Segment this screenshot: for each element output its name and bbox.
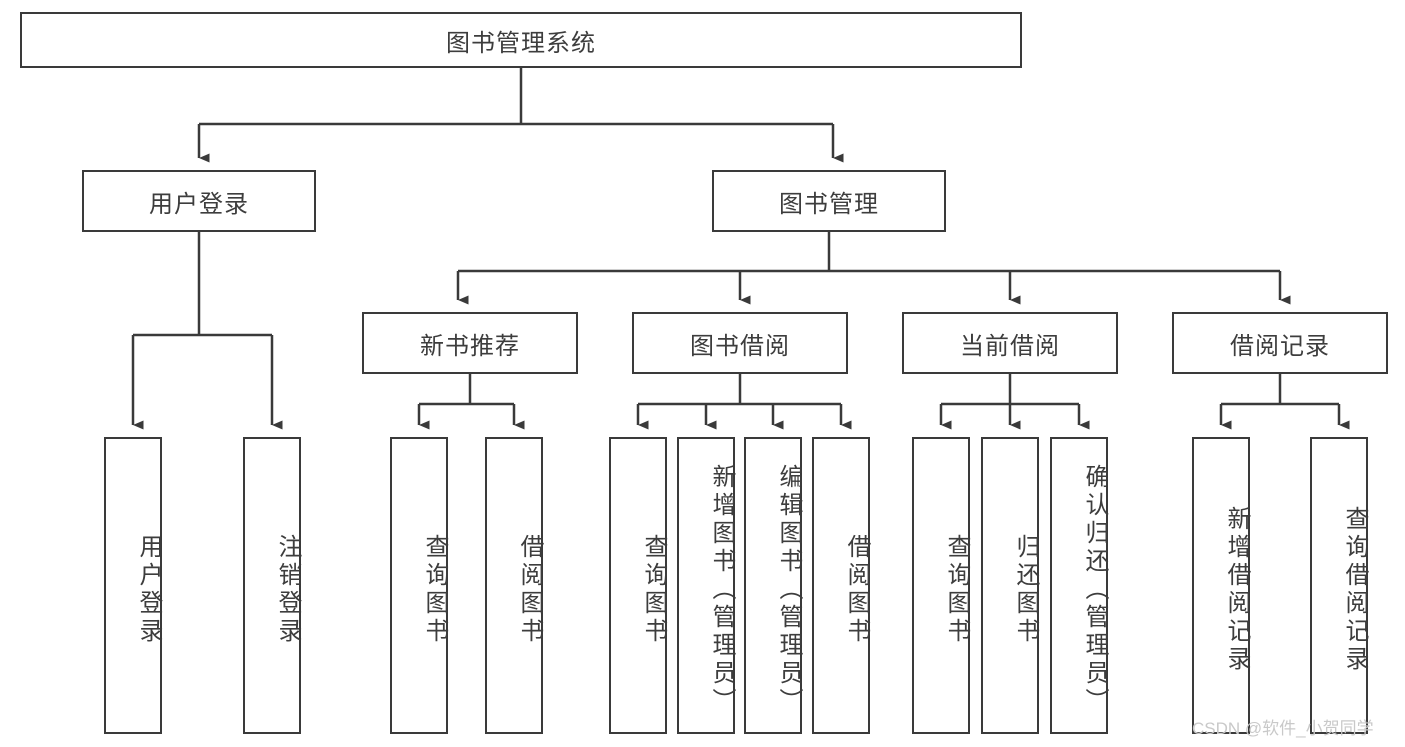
node-root-system[interactable]: 图书管理系统 xyxy=(20,12,1022,68)
leaf-borrow-records-add[interactable]: 新增借阅记录 xyxy=(1192,437,1250,734)
node-new-book-recommend[interactable]: 新书推荐 xyxy=(362,312,578,374)
node-current-borrow[interactable]: 当前借阅 xyxy=(902,312,1118,374)
leaf-label: 归还图书 xyxy=(1012,533,1039,646)
leaf-current-borrow-return[interactable]: 归还图书 xyxy=(981,437,1039,734)
leaf-new-book-borrow[interactable]: 借阅图书 xyxy=(485,437,543,734)
leaf-label: 借阅图书 xyxy=(516,533,543,646)
leaf-label: 借阅图书 xyxy=(843,533,870,646)
leaf-label: 编辑图书（管理员） xyxy=(775,463,802,716)
leaf-label: 确认归还（管理员） xyxy=(1081,463,1108,716)
leaf-label: 查询图书 xyxy=(640,533,667,646)
leaf-label: 新增图书（管理员） xyxy=(708,463,735,716)
leaf-book-borrow-edit[interactable]: 编辑图书（管理员） xyxy=(744,437,802,734)
leaf-label: 注销登录 xyxy=(274,533,301,646)
leaf-new-book-query[interactable]: 查询图书 xyxy=(390,437,448,734)
csdn-watermark: CSDN @软件_小贺同学 xyxy=(1192,719,1374,738)
leaf-borrow-records-query[interactable]: 查询借阅记录 xyxy=(1310,437,1368,734)
leaf-label: 查询借阅记录 xyxy=(1341,505,1368,674)
leaf-user-login-logout[interactable]: 注销登录 xyxy=(243,437,301,734)
node-book-borrow[interactable]: 图书借阅 xyxy=(632,312,848,374)
leaf-book-borrow-borrow[interactable]: 借阅图书 xyxy=(812,437,870,734)
leaf-label: 新增借阅记录 xyxy=(1223,505,1250,674)
leaf-label: 查询图书 xyxy=(943,533,970,646)
node-user-login[interactable]: 用户登录 xyxy=(82,170,316,232)
leaf-current-borrow-confirm-return[interactable]: 确认归还（管理员） xyxy=(1050,437,1108,734)
leaf-book-borrow-add[interactable]: 新增图书（管理员） xyxy=(677,437,735,734)
leaf-label: 用户登录 xyxy=(135,533,162,646)
leaf-user-login-login[interactable]: 用户登录 xyxy=(104,437,162,734)
leaf-label: 查询图书 xyxy=(421,533,448,646)
node-book-management[interactable]: 图书管理 xyxy=(712,170,946,232)
leaf-book-borrow-query[interactable]: 查询图书 xyxy=(609,437,667,734)
node-borrow-records[interactable]: 借阅记录 xyxy=(1172,312,1388,374)
leaf-current-borrow-query[interactable]: 查询图书 xyxy=(912,437,970,734)
